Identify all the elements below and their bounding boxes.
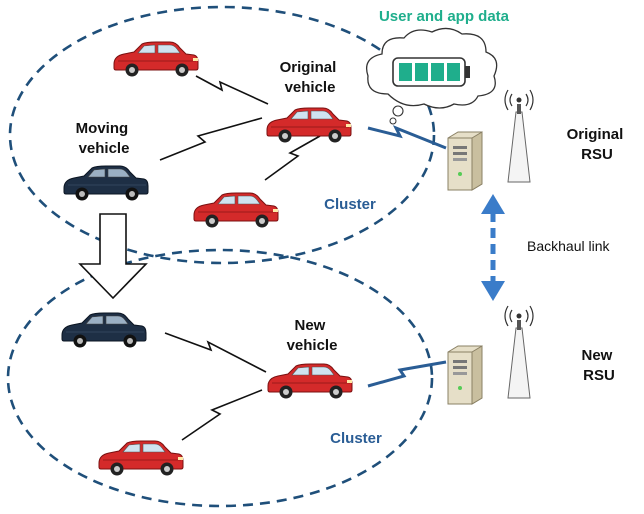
new-rsu-label: New RSU (581, 347, 616, 384)
car-icon-moving-vehicle (63, 165, 149, 201)
down-arrow-icon (78, 213, 148, 300)
title-text: User and app data (379, 8, 510, 25)
original-vehicle-label: Original vehicle (280, 59, 341, 96)
car-icon-new-vehicle (267, 363, 353, 399)
cluster-bottom-label: Cluster (330, 430, 382, 447)
cluster-top-label: Cluster (324, 196, 376, 213)
moving-vehicle-label: Moving vehicle (76, 120, 133, 157)
battery-icon (392, 57, 470, 87)
car-icon (98, 440, 184, 476)
car-icon-moved-vehicle (61, 312, 147, 348)
car-icon (113, 41, 199, 77)
wireless-link-to-rsu-icon (367, 125, 447, 388)
wireless-link-icon (159, 75, 321, 441)
server-icon-original (447, 131, 483, 191)
car-icon-original-vehicle (266, 107, 352, 143)
backhaul-arrow (481, 194, 505, 301)
backhaul-link-label: Backhaul link (527, 238, 610, 254)
original-rsu-label: Original RSU (567, 126, 628, 163)
antenna-tower-icon-original (504, 89, 534, 183)
new-vehicle-label: New vehicle (287, 317, 338, 354)
cluster-bottom-ellipse (6, 248, 434, 508)
antenna-tower-icon-new (504, 305, 534, 399)
cluster-top-ellipse (8, 5, 436, 265)
car-icon (193, 192, 279, 228)
server-icon-new (447, 345, 483, 405)
